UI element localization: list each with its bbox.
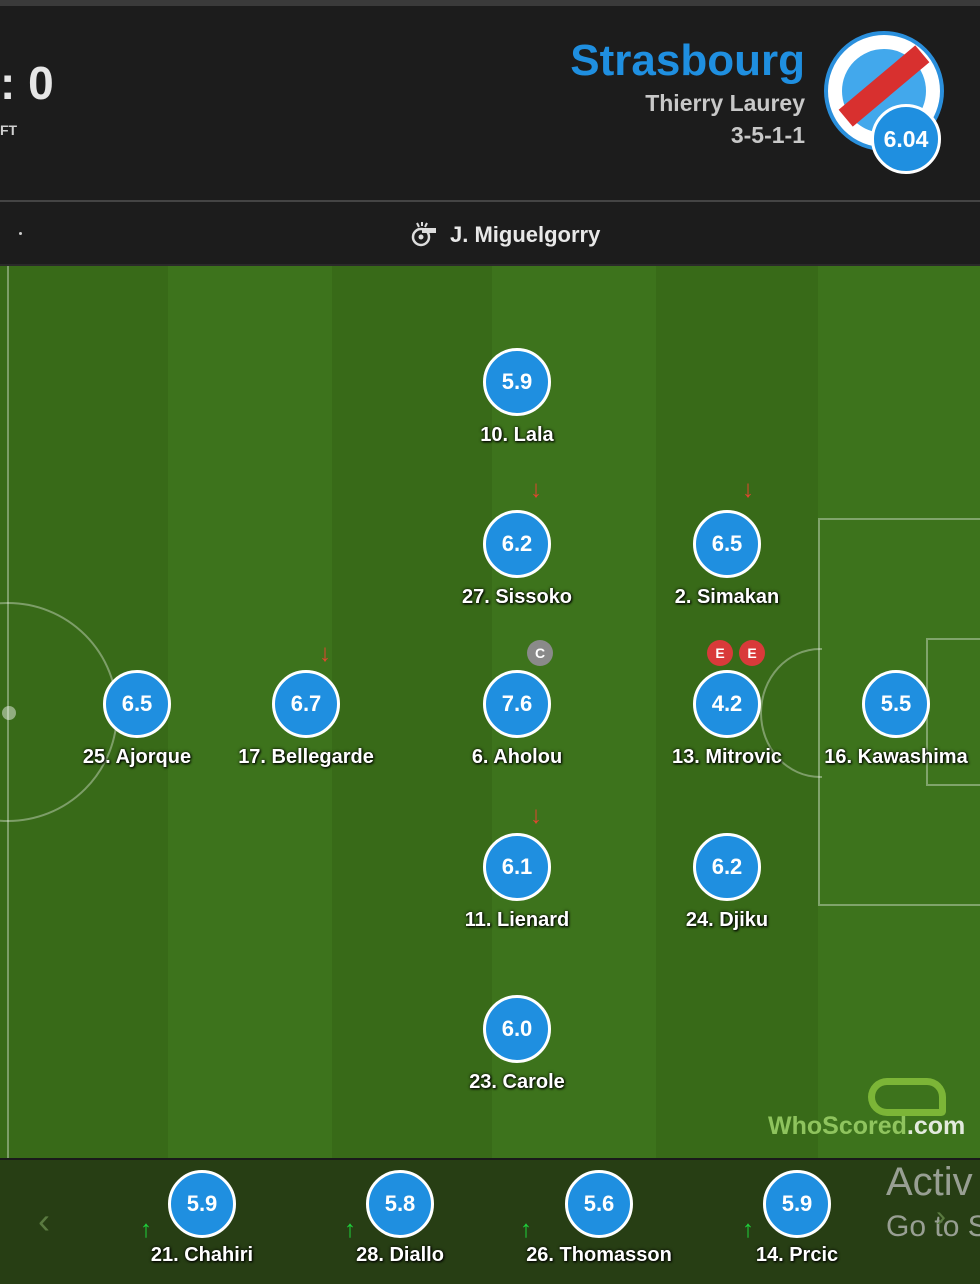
player-rating: 5.9 (763, 1170, 831, 1238)
player-kawashima[interactable]: 5.5 16. Kawashima (806, 670, 980, 769)
player-rating: 6.7 (272, 670, 340, 738)
player-rating: 6.5 (103, 670, 171, 738)
player-rating: 5.8 (366, 1170, 434, 1238)
subbed-on-arrow-icon: ↑ (344, 1216, 356, 1243)
player-name: 11. Lienard (464, 909, 570, 931)
subbed-on-arrow-icon: ↑ (140, 1216, 152, 1243)
player-name: 24. Djiku (685, 909, 769, 931)
player-name: 25. Ajorque (82, 746, 192, 768)
subbed-on-arrow-icon: ↑ (520, 1216, 532, 1243)
referee-bar: J. Miguelgorry (0, 200, 980, 266)
player-mitrovic[interactable]: 4.2 13. Mitrovic (637, 670, 817, 769)
player-name: 6. Aholou (471, 746, 563, 768)
player-rating: 6.2 (483, 510, 551, 578)
subbed-off-arrow-icon: ↓ (530, 476, 542, 503)
player-rating: 5.5 (862, 670, 930, 738)
activate-windows-watermark: Activ (886, 1160, 973, 1204)
bench-player-chahiri[interactable]: 5.9 21. Chahiri (112, 1170, 292, 1267)
player-sissoko[interactable]: 6.2 27. Sissoko (427, 510, 607, 609)
chevron-left-icon[interactable]: ‹ (38, 1200, 50, 1241)
player-name: 23. Carole (469, 1071, 565, 1093)
team-header: : 0 FT Strasbourg Thierry Laurey 3-5-1-1… (0, 0, 980, 200)
bench-player-prcic[interactable]: 5.9 14. Prcic (707, 1170, 887, 1267)
player-name: 16. Kawashima (824, 746, 968, 768)
error-event-badge: E (739, 640, 765, 666)
player-bellegarde[interactable]: 6.7 17. Bellegarde (216, 670, 396, 769)
watermark-brand: WhoScored (768, 1112, 907, 1140)
subbed-off-arrow-icon: ↓ (742, 476, 754, 503)
manager-name: Thierry Laurey (645, 90, 805, 116)
player-rating: 6.2 (693, 833, 761, 901)
player-name: 28. Diallo (356, 1244, 444, 1266)
player-rating: 6.1 (483, 833, 551, 901)
separator-dot (19, 232, 22, 235)
whistle-icon (411, 222, 436, 247)
player-rating: 6.0 (483, 995, 551, 1063)
pitch: 5.9 10. Lala ↓ 6.2 27. Sissoko ↓ 6.5 2. … (0, 266, 980, 1158)
player-rating: 4.2 (693, 670, 761, 738)
player-lala[interactable]: 5.9 10. Lala (427, 348, 607, 447)
bench-player-diallo[interactable]: 5.8 28. Diallo (310, 1170, 490, 1267)
player-lienard[interactable]: 6.1 11. Lienard (427, 833, 607, 932)
formation: 3-5-1-1 (730, 122, 805, 148)
player-name: 14. Prcic (755, 1244, 839, 1266)
whoscored-logo-icon (868, 1078, 946, 1116)
player-rating: 6.5 (693, 510, 761, 578)
substitutes-bench: ‹ ↑ 5.9 21. Chahiri ↑ 5.8 28. Diallo ↑ 5… (0, 1158, 980, 1284)
bench-player-thomasson[interactable]: 5.6 26. Thomasson (509, 1170, 689, 1267)
player-simakan[interactable]: 6.5 2. Simakan (637, 510, 817, 609)
player-ajorque[interactable]: 6.5 25. Ajorque (47, 670, 227, 769)
player-name: 26. Thomasson (526, 1244, 672, 1266)
player-rating: 5.9 (168, 1170, 236, 1238)
referee-name: J. Miguelgorry (450, 222, 601, 247)
player-carole[interactable]: 6.0 23. Carole (427, 995, 607, 1094)
match-status: FT (0, 122, 18, 138)
player-name: 27. Sissoko (461, 586, 573, 608)
team-rating-badge: 6.04 (871, 104, 941, 174)
player-djiku[interactable]: 6.2 24. Djiku (637, 833, 817, 932)
whoscored-watermark: WhoScored.com (768, 1112, 965, 1141)
player-aholou[interactable]: 7.6 6. Aholou (427, 670, 607, 769)
subbed-off-arrow-icon: ↓ (319, 640, 331, 667)
captain-badge: C (527, 640, 553, 666)
player-name: 10. Lala (480, 424, 554, 446)
player-name: 21. Chahiri (150, 1244, 254, 1266)
player-name: 2. Simakan (674, 586, 780, 608)
team-name[interactable]: Strasbourg (570, 36, 805, 85)
error-event-badge: E (707, 640, 733, 666)
pitch-stripe (332, 266, 492, 1158)
centre-spot (2, 706, 16, 720)
activate-windows-hint: Go to S (886, 1210, 980, 1243)
match-score: : 0 (0, 57, 54, 109)
player-rating: 5.6 (565, 1170, 633, 1238)
subbed-on-arrow-icon: ↑ (742, 1216, 754, 1243)
player-rating: 5.9 (483, 348, 551, 416)
watermark-suffix: .com (906, 1112, 966, 1140)
chevron-right-icon[interactable]: › (936, 1200, 946, 1233)
subbed-off-arrow-icon: ↓ (530, 802, 542, 829)
player-name: 13. Mitrovic (671, 746, 783, 768)
player-name: 17. Bellegarde (238, 746, 374, 768)
player-rating: 7.6 (483, 670, 551, 738)
